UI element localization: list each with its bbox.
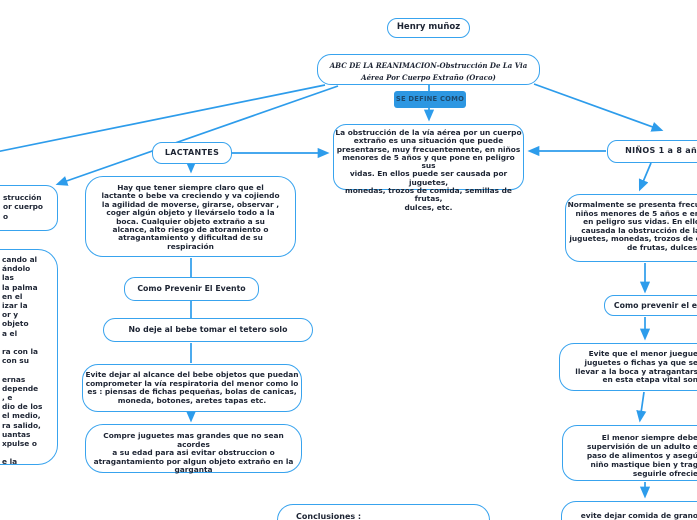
ninos-tip-toys-node[interactable]: Evite que el menor juegue juguetes o fic… bbox=[559, 343, 697, 391]
conclusions-node[interactable]: Conclusiones : bbox=[277, 504, 490, 520]
definition-node[interactable]: La obstrucción de la vía aérea por un cu… bbox=[333, 124, 524, 211]
relationship-label[interactable]: SE DEFINE COMO bbox=[394, 91, 466, 108]
lactantes-tip-bottle-node[interactable]: No deje al bebe tomar el tetero solo bbox=[103, 318, 313, 342]
author-node[interactable]: Henry muñoz bbox=[387, 18, 470, 38]
left-cut-node[interactable]: strucción or cuerpo o bbox=[0, 185, 58, 231]
ninos-prevention-node[interactable]: Como prevenir el e bbox=[604, 295, 697, 316]
ninos-node[interactable]: NIÑOS 1 a 8 añ bbox=[607, 140, 697, 163]
ninos-tip-supervision-node[interactable]: El menor siempre debe supervisión de un … bbox=[562, 425, 697, 481]
lactantes-tip-toys-node[interactable]: Compre juguetes mas grandes que no sean … bbox=[85, 424, 302, 474]
ninos-description-node[interactable]: Normalmente se presenta frecu niños meno… bbox=[565, 194, 697, 262]
left-detail-node[interactable]: cando al ándolo las la palma en el izar … bbox=[0, 249, 58, 466]
lactantes-tip-objects-node[interactable]: Evite dejar al alcance del bebe objetos … bbox=[82, 364, 302, 412]
ninos-tip-food-node[interactable]: evite dejar comida de grano bbox=[561, 501, 697, 520]
title-node[interactable]: ABC DE LA REANIMACION-Obstrucción De La … bbox=[317, 54, 540, 85]
lactantes-description-node[interactable]: Hay que tener siempre claro que el lacta… bbox=[85, 176, 296, 257]
lactantes-node[interactable]: LACTANTES bbox=[152, 142, 232, 164]
lactantes-prevention-node[interactable]: Como Prevenir El Evento bbox=[124, 277, 259, 301]
